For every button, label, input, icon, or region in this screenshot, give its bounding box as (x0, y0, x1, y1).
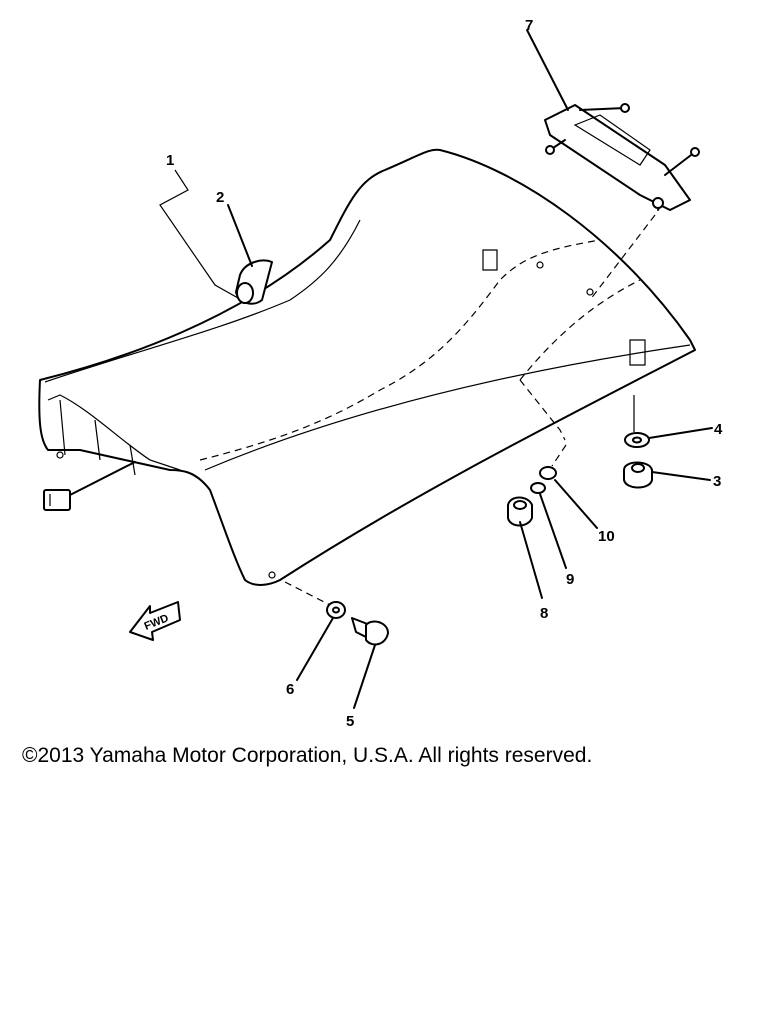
callout-2: 2 (216, 189, 224, 206)
callout-3: 3 (713, 473, 721, 490)
seat-parts-diagram: FWD 1 2 3 4 5 6 7 8 9 10 (38, 17, 723, 730)
seat-bracket-part (526, 29, 700, 301)
bottom-fasteners (284, 581, 389, 709)
callout-4: 4 (714, 421, 723, 438)
callout-1: 1 (166, 152, 174, 169)
center-fasteners (507, 444, 598, 599)
callout-5: 5 (346, 713, 354, 730)
right-fasteners (623, 395, 713, 489)
callout-7: 7 (525, 17, 533, 34)
callout-1-leader (159, 169, 239, 299)
callout-10: 10 (598, 528, 615, 545)
copyright-notice: ©2013 Yamaha Motor Corporation, U.S.A. A… (22, 744, 593, 767)
seat-wire-connector (43, 461, 136, 511)
seat-assembly (38, 148, 696, 586)
callout-9: 9 (566, 571, 574, 588)
callout-6: 6 (286, 681, 294, 698)
callout-8: 8 (540, 605, 548, 622)
fwd-arrow-icon: FWD (129, 601, 181, 641)
spacer-part (227, 204, 273, 305)
